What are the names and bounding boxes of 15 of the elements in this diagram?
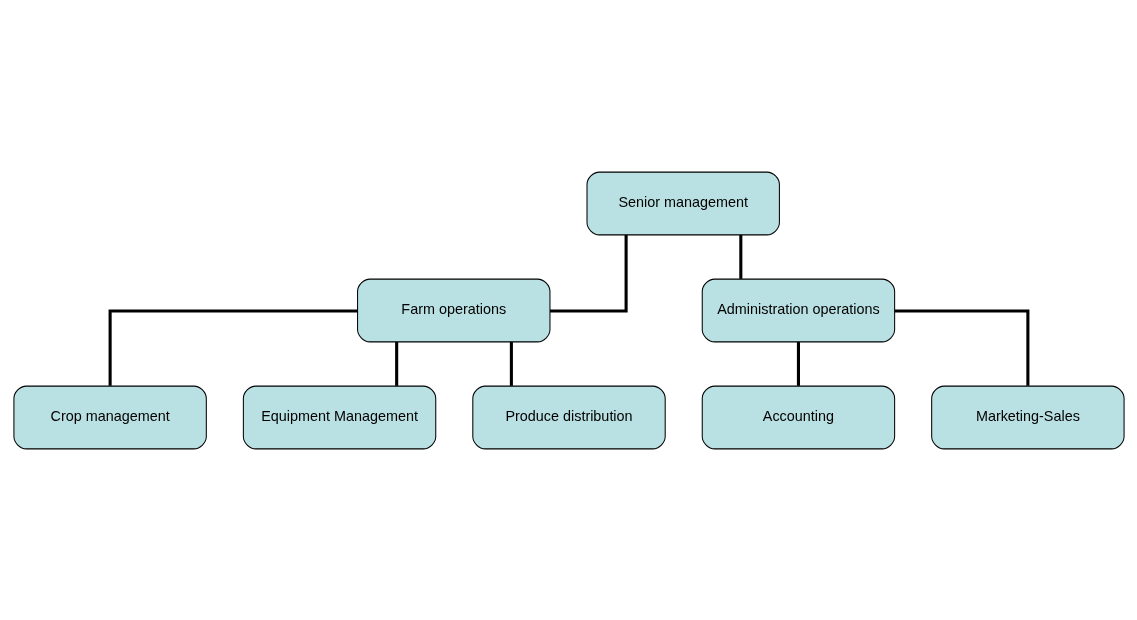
node-box: Produce distribution [471,385,666,449]
node-box: Crop management [12,385,207,449]
node-box: Senior management [586,171,780,235]
connector [394,341,398,386]
connector [509,341,513,386]
connector [549,234,628,313]
connector [894,308,1029,386]
connector [796,341,800,386]
node-box: Marketing-Sales [930,385,1125,449]
node-box: Administration operations [701,278,895,342]
node-box: Equipment Management [242,385,436,449]
connector [108,308,357,386]
connector [738,234,742,279]
node-box: Accounting [701,385,895,449]
node-box: Farm operations [356,278,550,342]
